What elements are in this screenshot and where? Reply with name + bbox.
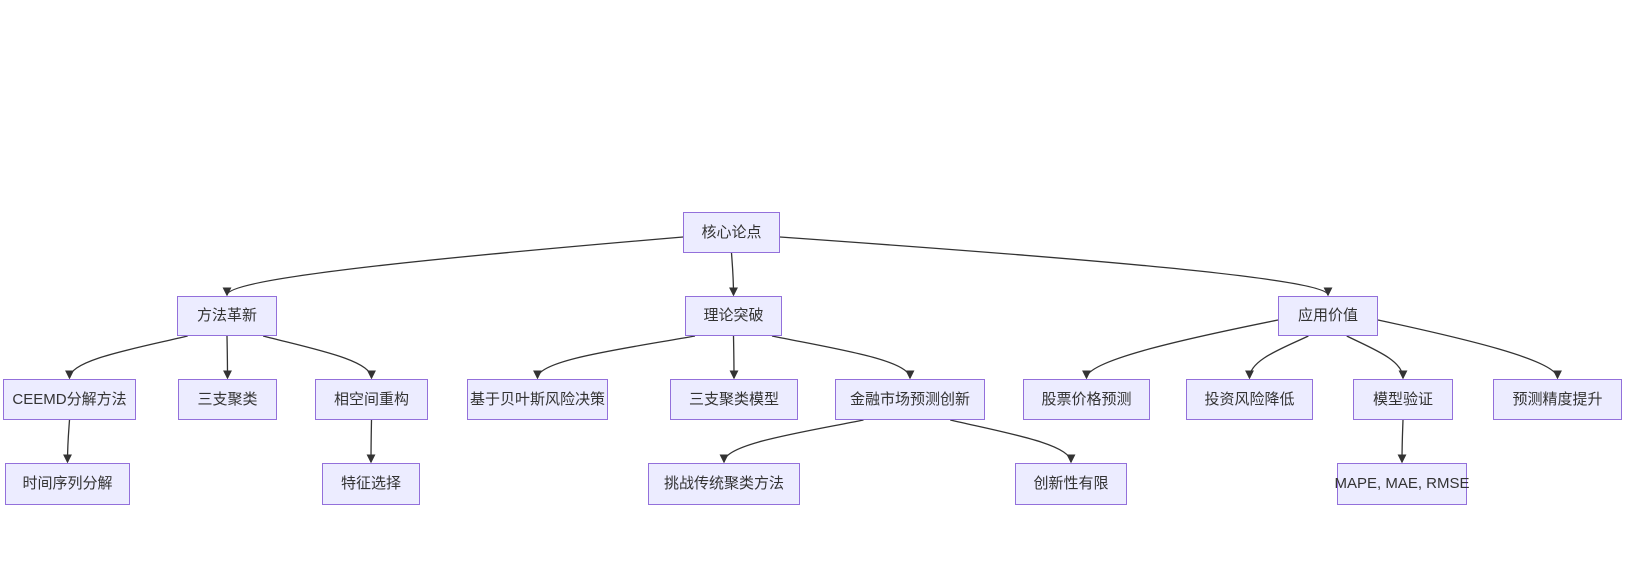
flowchart-node-risk: 投资风险降低 [1186, 379, 1313, 420]
edge-method-ceemd [64, 335, 188, 380]
node-label: CEEMD分解方法 [12, 390, 127, 408]
node-label: 挑战传统聚类方法 [663, 475, 784, 492]
flowchart-node-threemodel: 三支聚类模型 [670, 379, 798, 420]
flowchart-node-finance: 金融市场预测创新 [835, 379, 985, 420]
flowchart-node-feature: 特征选择 [322, 463, 420, 505]
flowchart-node-metrics: MAPE, MAE, RMSE [1334, 463, 1470, 505]
edge-core-theory [728, 252, 739, 297]
node-label: 三支聚类 [197, 390, 258, 408]
flowchart-node-accuracy: 预测精度提升 [1493, 379, 1622, 420]
edge-method-phase [262, 335, 377, 380]
node-label: 核心论点 [701, 223, 762, 241]
edge-method-threeway [222, 335, 233, 380]
flowchart-node-ceemd: CEEMD分解方法 [3, 379, 136, 420]
edge-value-validation [1346, 335, 1408, 380]
edge-core-value [779, 236, 1333, 297]
node-label: 股票价格预测 [1041, 390, 1132, 408]
flowchart-node-limited: 创新性有限 [1015, 463, 1127, 505]
edge-theory-threemodel [729, 335, 739, 380]
edge-value-risk [1244, 335, 1309, 380]
edges-group [62, 236, 1563, 464]
flowchart-node-value: 应用价值 [1278, 296, 1378, 336]
node-label: 相空间重构 [333, 390, 409, 408]
flowchart-node-validation: 模型验证 [1353, 379, 1453, 420]
edge-finance-limited [950, 419, 1076, 464]
node-label: MAPE, MAE, RMSE [1334, 475, 1470, 492]
edge-value-accuracy [1377, 319, 1563, 380]
edge-theory-finance [771, 335, 915, 380]
flowchart-node-method: 方法革新 [177, 296, 277, 336]
node-label: 投资风险降低 [1204, 390, 1295, 408]
flowchart-node-stock: 股票价格预测 [1023, 379, 1150, 420]
edge-validation-metrics [1397, 419, 1407, 464]
flowchart-node-theory: 理论突破 [685, 296, 782, 336]
node-label: 理论突破 [703, 307, 764, 324]
flowchart-node-threeway: 三支聚类 [178, 379, 277, 420]
edge-theory-bayes [532, 335, 696, 380]
flowchart-node-timeseries: 时间序列分解 [5, 463, 130, 505]
node-label: 时间序列分解 [22, 475, 113, 492]
node-label: 方法革新 [196, 307, 257, 324]
node-label: 三支聚类模型 [688, 390, 779, 408]
flowchart-node-core: 核心论点 [683, 212, 780, 253]
node-label: 特征选择 [340, 475, 401, 492]
flowchart-node-bayes: 基于贝叶斯风险决策 [467, 379, 608, 420]
node-label: 基于贝叶斯风险决策 [470, 390, 606, 408]
edge-finance-challenge [719, 419, 864, 464]
edge-value-stock [1081, 319, 1279, 380]
edge-phase-feature [366, 419, 376, 464]
node-label: 模型验证 [1372, 390, 1433, 408]
edge-core-method [222, 236, 684, 297]
node-label: 应用价值 [1297, 307, 1358, 324]
flowchart-node-phase: 相空间重构 [315, 379, 428, 420]
node-label: 预测精度提升 [1512, 390, 1603, 408]
node-label: 金融市场预测创新 [849, 390, 970, 408]
flowchart-node-challenge: 挑战传统聚类方法 [648, 463, 800, 505]
node-label: 创新性有限 [1033, 475, 1109, 492]
edge-ceemd-timeseries [62, 419, 73, 464]
